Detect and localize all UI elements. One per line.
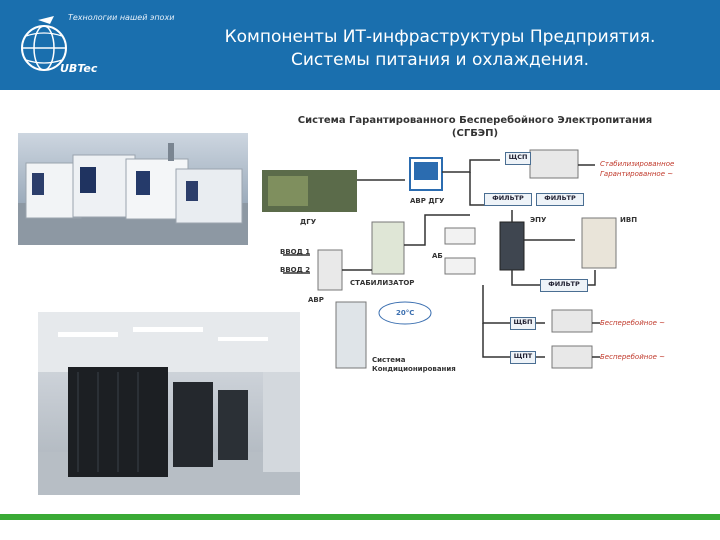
shchbp-panel <box>551 309 593 333</box>
label-conditioning-1: Система <box>372 356 406 364</box>
shchsp-panel <box>529 149 579 179</box>
header-bar: Технологии нашей эпохи UBTec Компоненты … <box>0 0 720 90</box>
page-title: Компоненты ИТ-инфраструктуры Предприятия… <box>180 26 700 72</box>
label-avr-dgu: АВР ДГУ <box>410 197 445 205</box>
filter-label-2: ФИЛЬТР <box>544 194 576 202</box>
air-conditioner-unit <box>335 301 367 369</box>
filter-label-1: ФИЛЬТР <box>492 194 524 202</box>
filter-label-3: ФИЛЬТР <box>548 280 580 288</box>
shchsp-label-box: ЩСП <box>505 152 531 165</box>
diesel-generators-photo <box>18 133 248 245</box>
shchpt-label: ЩПТ <box>513 352 533 360</box>
label-temperature: 20°C <box>396 309 415 317</box>
title-line-2: Системы питания и охлаждения. <box>290 50 590 70</box>
temperature-cloud <box>378 301 432 325</box>
label-uninterruptible-1: Бесперебойное ~ <box>600 319 665 327</box>
battery-2 <box>444 257 476 275</box>
label-stabilized-2: Гарантированное ~ <box>600 170 674 178</box>
ivp-unit <box>581 217 617 269</box>
label-epu: ЭПУ <box>530 216 547 224</box>
generators-illustration <box>18 143 248 245</box>
label-vvod-2: ВВОД 2 <box>280 266 311 274</box>
label-uninterruptible-2: Бесперебойное ~ <box>600 353 665 361</box>
diagram-title: Система Гарантированного Бесперебойного … <box>265 114 685 140</box>
server-room-illustration <box>38 312 300 495</box>
shchpt-label-box: ЩПТ <box>510 351 536 364</box>
stabilizer-unit <box>371 221 405 275</box>
label-vvod-1: ВВОД 1 <box>280 248 311 256</box>
shchbp-label-box: ЩБП <box>510 317 536 330</box>
data-center-photo <box>38 312 300 495</box>
company-logo: Технологии нашей эпохи UBTec <box>20 10 174 82</box>
epu-cabinet <box>499 221 525 271</box>
filter-box-3: ФИЛЬТР <box>540 279 588 292</box>
battery-1 <box>444 227 476 245</box>
label-ivp: ИВП <box>620 216 638 224</box>
footer-accent-line <box>0 514 720 520</box>
filter-box-1: ФИЛЬТР <box>484 193 532 206</box>
shchsp-label: ЩСП <box>508 153 528 161</box>
label-stabilizer: СТАБИЛИЗАТОР <box>350 279 415 287</box>
power-system-diagram <box>262 149 617 369</box>
title-line-1: Компоненты ИТ-инфраструктуры Предприятия… <box>224 27 656 47</box>
avr-panel <box>317 249 343 291</box>
shchpt-panel <box>551 345 593 369</box>
label-stabilized-1: Стабилизированное <box>600 160 675 168</box>
label-dgu: ДГУ <box>300 218 317 226</box>
label-avr: АВР <box>308 296 324 304</box>
globe-logo-icon <box>21 16 67 71</box>
logo-tagline: Технологии нашей эпохи <box>68 13 175 22</box>
filter-box-2: ФИЛЬТР <box>536 193 584 206</box>
diagram-title-line-2: (СГБЭП) <box>451 128 499 139</box>
shchbp-label: ЩБП <box>513 318 533 326</box>
logo-name: UBTec <box>60 62 98 75</box>
diagram-title-line-1: Система Гарантированного Бесперебойного … <box>297 115 653 126</box>
label-conditioning-2: Кондиционирования <box>372 365 456 373</box>
label-ab: АБ <box>432 252 443 260</box>
